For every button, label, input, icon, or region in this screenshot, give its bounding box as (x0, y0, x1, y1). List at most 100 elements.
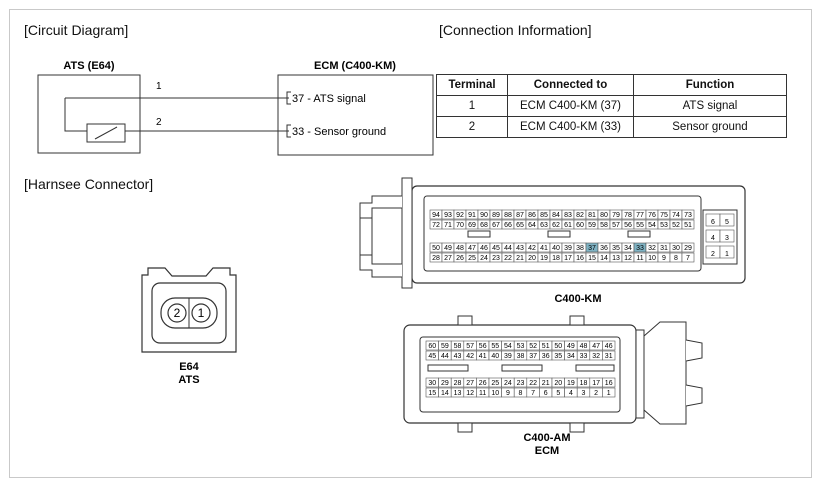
pin-label: 27 (466, 380, 474, 387)
pin-label: 9 (506, 390, 510, 397)
c400-am-desc: ECM (535, 445, 559, 457)
ats-block: ATS (E64) (37, 60, 141, 154)
pin-label: 23 (492, 255, 500, 262)
pin-label: 33 (580, 353, 588, 360)
pin-label: 38 (517, 353, 525, 360)
pin-label: 27 (444, 255, 452, 262)
pin-label: 39 (564, 245, 572, 252)
pin-label: 57 (612, 222, 620, 229)
pin-label: 90 (480, 212, 488, 219)
c400-am-name: C400-AM (523, 432, 570, 444)
key-slot (547, 230, 571, 238)
pin-label: 29 (684, 245, 692, 252)
pin-label: 78 (624, 212, 632, 219)
pin-label: 54 (648, 222, 656, 229)
ats-label: ATS (E64) (63, 60, 114, 72)
pin-label: 6 (544, 390, 548, 397)
pin-label: 14 (600, 255, 608, 262)
pin-label: 67 (492, 222, 500, 229)
pin-label: 61 (564, 222, 572, 229)
ecm-label: ECM (C400-KM) (314, 60, 396, 72)
pin-label: 37 (588, 245, 596, 252)
pin-label: 77 (636, 212, 644, 219)
pin-label: 32 (592, 353, 600, 360)
pin-label: 52 (672, 222, 680, 229)
pin-label: 45 (492, 245, 500, 252)
pin-label: 53 (517, 343, 525, 350)
c400-km-name: C400-KM (554, 293, 601, 305)
pin-label: 83 (564, 212, 572, 219)
pin-label: 30 (672, 245, 680, 252)
e64-name: E64 (179, 361, 199, 373)
key-slot (501, 364, 543, 372)
pin-label: 42 (528, 245, 536, 252)
pin-label: 30 (428, 380, 436, 387)
pin-label: 36 (600, 245, 608, 252)
pin-label: 63 (540, 222, 548, 229)
pin-cell (602, 350, 616, 361)
pin-cell (602, 377, 616, 388)
pin-label: 86 (528, 212, 536, 219)
pin-label: 38 (576, 245, 584, 252)
pin-label: 42 (466, 353, 474, 360)
pin-label: 82 (576, 212, 584, 219)
pin-label: 26 (479, 380, 487, 387)
pin-label: 28 (454, 380, 462, 387)
pin-label: 20 (554, 380, 562, 387)
pin-label: 91 (468, 212, 476, 219)
pin-label: 22 (529, 380, 537, 387)
pin-cell (681, 209, 695, 220)
pin-label: 48 (580, 343, 588, 350)
pin-label: 13 (612, 255, 620, 262)
pin-label: 31 (660, 245, 668, 252)
pin-label: 41 (479, 353, 487, 360)
pin-label: 6 (711, 219, 715, 226)
pin-label: 47 (592, 343, 600, 350)
pin-label: 40 (552, 245, 560, 252)
pin-label: 49 (567, 343, 575, 350)
e64-pin-label: 2 (174, 306, 181, 320)
pin-label: 49 (444, 245, 452, 252)
pin-label: 72 (432, 222, 440, 229)
pin-label: 89 (492, 212, 500, 219)
pin-label: 8 (519, 390, 523, 397)
pin-label: 4 (569, 390, 573, 397)
pin-label: 20 (528, 255, 536, 262)
ats-signal-label: 37 - ATS signal (292, 93, 366, 105)
pin-label: 52 (529, 343, 537, 350)
pin-label: 53 (660, 222, 668, 229)
pin-cell (602, 340, 616, 351)
sensor-ground-label: 33 - Sensor ground (292, 126, 386, 138)
pin-label: 2 (594, 390, 598, 397)
ecm-block: ECM (C400-KM) 37 - ATS signal 33 - Senso… (277, 60, 434, 156)
pin-label: 43 (516, 245, 524, 252)
pin-label: 60 (428, 343, 436, 350)
e64-pin-2 (167, 303, 187, 323)
pin-label: 18 (580, 380, 588, 387)
pin-label: 35 (554, 353, 562, 360)
pin-label: 7 (531, 390, 535, 397)
pin-cell (719, 229, 735, 243)
pin-label: 46 (480, 245, 488, 252)
pin-label: 34 (624, 245, 632, 252)
pin2-label: 2 (156, 117, 162, 128)
pin-cell (681, 242, 695, 253)
e64-pin-label: 1 (198, 306, 205, 320)
pin-label: 9 (662, 255, 666, 262)
pin-label: 25 (491, 380, 499, 387)
circuit-diagram-heading: [Circuit Diagram] (24, 22, 129, 38)
pin-label: 35 (612, 245, 620, 252)
pin-label: 26 (456, 255, 464, 262)
pin-label: 17 (564, 255, 572, 262)
pin-cell (602, 387, 616, 398)
pin-label: 51 (542, 343, 550, 350)
pin-label: 70 (456, 222, 464, 229)
wires: 1 2 (65, 81, 289, 132)
key-slot (627, 230, 651, 238)
pin-label: 37 (529, 353, 537, 360)
pin-label: 50 (432, 245, 440, 252)
pin-label: 75 (660, 212, 668, 219)
pin-label: 15 (588, 255, 596, 262)
pin-label: 17 (592, 380, 600, 387)
pin-label: 68 (480, 222, 488, 229)
